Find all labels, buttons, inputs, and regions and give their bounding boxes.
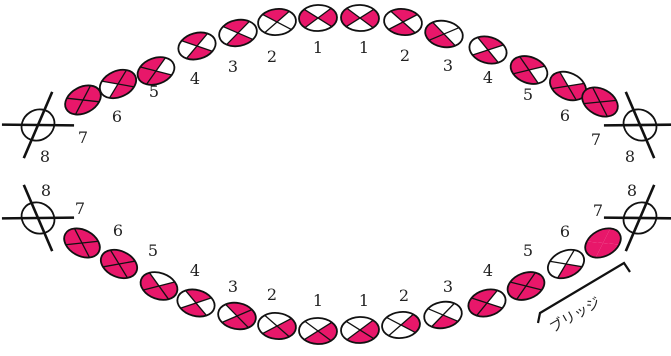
lower-left-tooth-number: 6 bbox=[113, 221, 123, 240]
upper-right-tooth-4 bbox=[466, 32, 510, 68]
upper-left-tooth-8 bbox=[2, 92, 74, 158]
upper-left-tooth-number: 2 bbox=[267, 47, 277, 66]
upper-left-tooth-2 bbox=[257, 7, 298, 37]
upper-left-tooth-number: 6 bbox=[112, 107, 122, 126]
lower-left-tooth-8 bbox=[2, 185, 74, 251]
lower-right-tooth-number: 4 bbox=[483, 261, 493, 280]
lower-left-tooth-5 bbox=[137, 267, 182, 304]
upper-left-tooth-number: 1 bbox=[313, 38, 323, 57]
lower-left-tooth-number: 3 bbox=[228, 277, 238, 296]
upper-right-tooth-3 bbox=[423, 17, 465, 50]
upper-right-tooth-5 bbox=[507, 51, 552, 89]
upper-right-tooth-number: 5 bbox=[523, 85, 533, 104]
lower-left-tooth-2 bbox=[257, 311, 298, 341]
lower-left-tooth-3 bbox=[216, 300, 258, 333]
upper-arch: 1 2 3 4 5 6 7 8 1 2 3 4 5 6 7 8 bbox=[2, 4, 671, 166]
lower-right-tooth-number: 7 bbox=[593, 201, 603, 220]
upper-left-tooth-3 bbox=[217, 17, 259, 50]
upper-left-tooth-6 bbox=[95, 64, 140, 103]
upper-left-tooth-4 bbox=[175, 28, 219, 63]
extraction-line bbox=[2, 185, 74, 251]
lower-left-tooth-4 bbox=[174, 285, 218, 320]
lower-left-tooth-number: 4 bbox=[190, 261, 200, 280]
lower-left-tooth-6 bbox=[96, 244, 141, 283]
lower-right-tooth-number: 6 bbox=[560, 222, 570, 241]
lower-left-tooth-7 bbox=[59, 223, 105, 264]
upper-left-tooth-number: 4 bbox=[190, 69, 200, 88]
lower-right-tooth-number: 3 bbox=[443, 277, 453, 296]
lower-left-tooth-number: 7 bbox=[75, 199, 85, 218]
upper-right-tooth-number: 8 bbox=[625, 147, 635, 166]
upper-left-tooth-number: 5 bbox=[149, 82, 159, 101]
upper-left-tooth-1 bbox=[298, 4, 337, 32]
lower-right-tooth-1 bbox=[340, 316, 379, 344]
lower-right-tooth-3 bbox=[422, 298, 464, 331]
lower-right-tooth-number: 8 bbox=[627, 181, 637, 200]
upper-left-tooth-7 bbox=[60, 80, 106, 121]
upper-right-tooth-number: 4 bbox=[483, 68, 493, 87]
upper-left-tooth-number: 8 bbox=[40, 147, 50, 166]
lower-right-tooth-6 bbox=[543, 244, 588, 284]
upper-right-tooth-number: 3 bbox=[443, 56, 453, 75]
lower-right-tooth-number: 1 bbox=[359, 291, 369, 310]
bridge-label: ブリッジ bbox=[547, 294, 604, 337]
upper-left-tooth-number: 7 bbox=[78, 128, 88, 147]
upper-right-tooth-number: 7 bbox=[591, 130, 601, 149]
upper-left-tooth-number: 3 bbox=[228, 57, 238, 76]
lower-right-tooth-number: 2 bbox=[399, 286, 409, 305]
lower-right-tooth-4 bbox=[465, 285, 509, 321]
lower-right-tooth-7 bbox=[580, 222, 626, 263]
lower-left-tooth-number: 1 bbox=[313, 291, 323, 310]
upper-right-tooth-2 bbox=[383, 7, 424, 37]
lower-left-tooth-1 bbox=[298, 317, 337, 345]
lower-right-tooth-number: 5 bbox=[523, 241, 533, 260]
upper-right-tooth-number: 1 bbox=[359, 38, 369, 57]
lower-right-tooth-5 bbox=[504, 267, 549, 305]
upper-right-tooth-1 bbox=[340, 4, 379, 32]
lower-left-tooth-number: 2 bbox=[267, 285, 277, 304]
upper-right-tooth-number: 6 bbox=[560, 106, 570, 125]
lower-left-tooth-number: 5 bbox=[148, 241, 158, 260]
upper-right-tooth-number: 2 bbox=[400, 46, 410, 65]
lower-right-tooth-2 bbox=[381, 310, 422, 340]
lower-left-tooth-number: 8 bbox=[41, 181, 51, 200]
